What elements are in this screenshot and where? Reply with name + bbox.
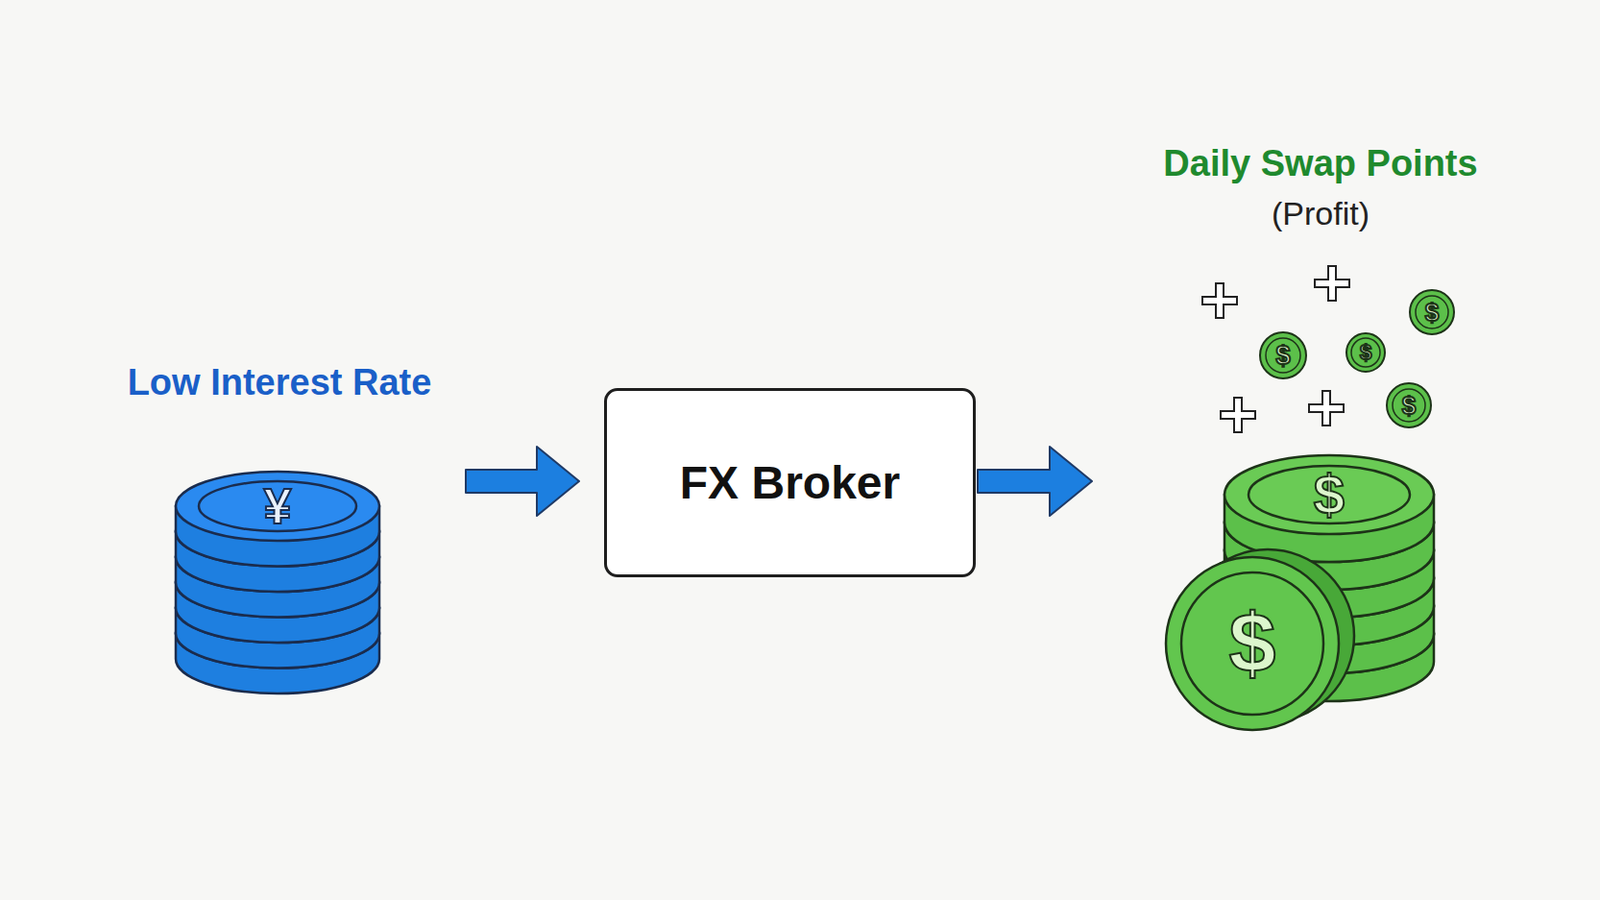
flow-arrow <box>977 446 1092 516</box>
node-subtitle: (Profit) <box>1271 193 1370 233</box>
plus-sign <box>1314 266 1350 301</box>
coin-ring <box>1248 465 1410 524</box>
currency-symbol: $ <box>1402 392 1416 418</box>
box-title: FX Broker <box>679 456 900 510</box>
currency-symbol: $ <box>1425 299 1439 325</box>
currency-symbol: $ <box>1275 342 1290 369</box>
profit-coin-stack: Daily Swap Points (Profit) <box>1142 134 1499 740</box>
small-coin <box>1346 333 1385 372</box>
plus-signs <box>1202 266 1350 433</box>
currency-symbol: $ <box>1359 341 1372 364</box>
coin-ring <box>198 481 357 532</box>
coin-ring <box>1265 338 1301 373</box>
broker-box: FX Broker <box>604 387 976 578</box>
small-coin <box>1386 383 1431 428</box>
small-coin <box>1409 290 1455 335</box>
plus-sign <box>1309 390 1344 426</box>
coin-ring <box>1415 295 1449 329</box>
flow-arrow <box>465 446 580 516</box>
coin-ring <box>1351 338 1381 367</box>
node-heading: Low Interest Rate <box>127 361 433 404</box>
small-coins <box>1260 290 1455 428</box>
plus-sign <box>1202 283 1237 318</box>
rate-coin-stack: Low Interest Rate <box>100 355 459 702</box>
plus-sign <box>1220 397 1256 433</box>
coin-disk <box>1224 455 1434 562</box>
coin-ring <box>1181 572 1324 715</box>
coin-face <box>1165 557 1339 730</box>
coin-ring <box>1392 388 1426 422</box>
currency-symbol: $ <box>1229 601 1277 686</box>
node-heading: Daily Swap Points <box>1163 142 1478 185</box>
small-coin <box>1260 332 1307 379</box>
yen-coin-stack <box>175 471 380 694</box>
currency-symbol: ¥ <box>264 481 292 532</box>
currency-symbol: $ <box>1313 466 1345 523</box>
front-dollar-coin <box>1165 549 1355 730</box>
coin-disk <box>175 471 380 567</box>
